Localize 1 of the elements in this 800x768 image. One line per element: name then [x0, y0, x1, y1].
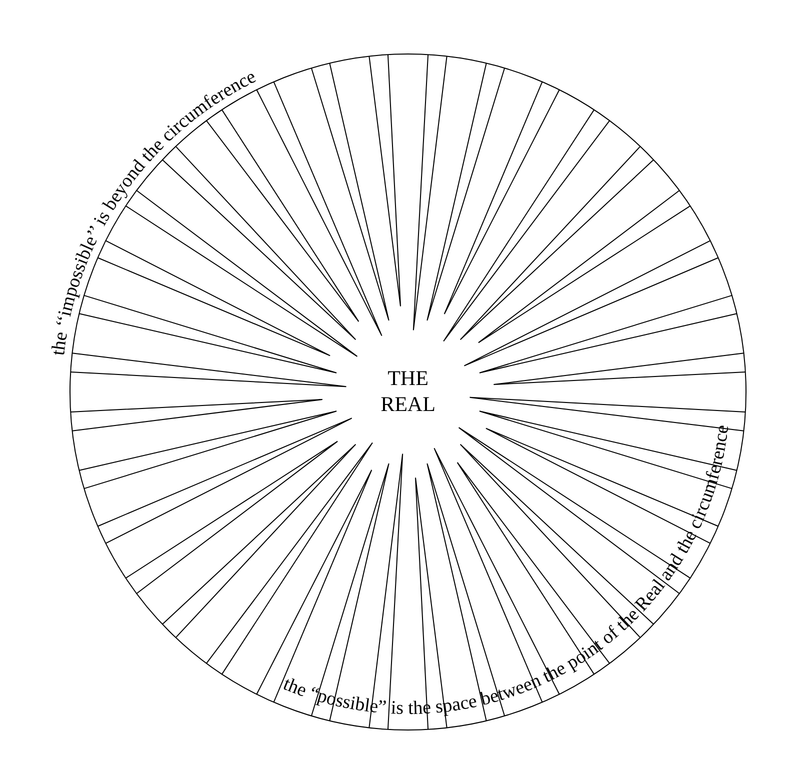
center-label: THE REAL — [358, 365, 458, 417]
